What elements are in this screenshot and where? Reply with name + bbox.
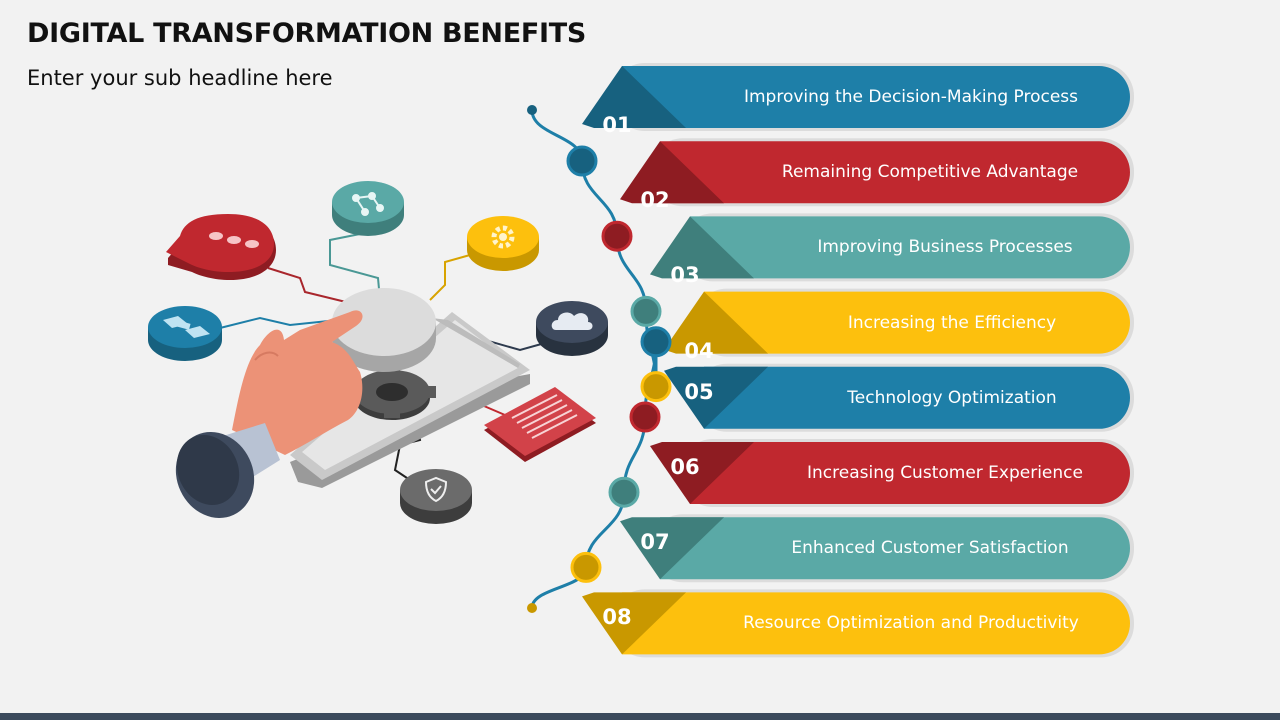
timeline-curve	[530, 109, 658, 609]
timeline-dot	[601, 220, 633, 252]
timeline-dot	[570, 551, 602, 583]
share-network-icon	[332, 181, 404, 236]
benefit-item-06	[650, 439, 1134, 507]
benefit-label: Improving Business Processes	[817, 237, 1073, 258]
benefit-item-03	[650, 213, 1134, 282]
timeline-end-dot	[527, 603, 537, 613]
benefit-label: Enhanced Customer Satisfaction	[791, 538, 1069, 559]
benefit-label: Increasing Customer Experience	[807, 463, 1083, 483]
shield-check-icon	[400, 469, 472, 524]
benefit-number: 01	[602, 113, 632, 137]
benefit-number: 02	[640, 188, 670, 213]
slide-title: DIGITAL TRANSFORMATION BENEFITS	[27, 18, 587, 49]
timeline-dot	[640, 371, 672, 403]
benefit-item-04	[664, 288, 1134, 357]
timeline-dot	[608, 476, 640, 508]
benefit-number: 08	[602, 605, 632, 630]
touch-hand-icon	[175, 310, 363, 518]
benefit-label: Technology Optimization	[847, 387, 1057, 408]
benefit-item-01	[582, 63, 1134, 131]
cloud-icon	[536, 301, 608, 356]
benefit-item-08	[582, 589, 1134, 658]
benefit-number: 04	[684, 338, 714, 363]
chat-bubble-icon	[166, 214, 276, 280]
benefit-label: Improving the Decision-Making Process	[743, 87, 1079, 107]
timeline-dot	[630, 295, 662, 327]
benefit-number: 03	[670, 263, 700, 288]
satellite-icon	[148, 306, 222, 361]
benefit-label: Resource Optimization and Productivity	[743, 613, 1079, 634]
footer-bar	[0, 713, 1280, 720]
settings-gear-icon	[467, 216, 539, 271]
document-icon	[484, 387, 596, 462]
timeline-dot	[640, 326, 672, 358]
timeline-dot	[566, 145, 598, 177]
benefit-number: 07	[640, 530, 670, 555]
benefit-item-05	[664, 363, 1134, 432]
benefit-number: 06	[670, 455, 700, 479]
timeline-dot	[629, 401, 661, 433]
timeline-start-dot	[527, 105, 537, 115]
benefit-number: 05	[684, 379, 714, 404]
benefit-item-02	[620, 138, 1134, 207]
touch-button-icon	[332, 288, 436, 372]
benefit-item-07	[620, 514, 1134, 583]
benefit-label: Increasing the Efficiency	[847, 312, 1057, 333]
slide-subtitle: Enter your sub headline here	[27, 66, 333, 90]
benefit-label: Remaining Competitive Advantage	[781, 162, 1079, 183]
